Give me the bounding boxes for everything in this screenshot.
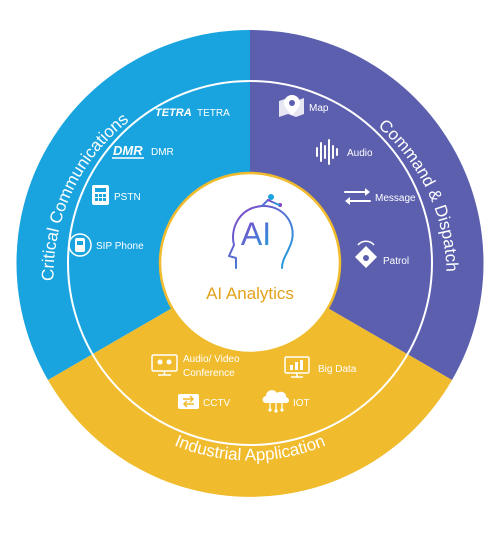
center-circle [158, 171, 342, 355]
item-label-message: Message [375, 193, 416, 204]
item-audio-video-conference: Audio/ Video Conference [151, 354, 240, 379]
item-pstn: PSTN [92, 185, 141, 205]
ai-logo-text: AI [241, 216, 271, 252]
inner-ring-line [67, 80, 433, 446]
item-patrol: Patrol [355, 240, 409, 268]
item-label-patrol: Patrol [383, 256, 409, 267]
item-map: Map [279, 95, 329, 117]
item-label-big-data: Big Data [318, 364, 357, 375]
item-label-pstn: PSTN [114, 192, 141, 203]
item-big-data: Big Data [284, 356, 357, 378]
item-label-tetra: TETRA [197, 108, 230, 119]
cctv-icon [178, 394, 199, 409]
item-message: Message [344, 188, 416, 205]
message-arrows-icon [344, 188, 371, 205]
item-audio: Audio [316, 139, 373, 165]
big-data-icon [284, 356, 310, 378]
item-label-dmr: DMR [151, 147, 174, 158]
video-conference-icon [151, 354, 178, 376]
item-label-conference-line2: Conference [183, 368, 235, 379]
audio-wave-icon [316, 139, 338, 165]
item-label-sip-phone: SIP Phone [96, 241, 144, 252]
patrol-tag-icon [355, 240, 377, 268]
segment-industrial-application [48, 263, 452, 497]
sip-phone-icon [68, 233, 92, 257]
item-sip-phone: SIP Phone [68, 233, 144, 257]
center-title: AI Analytics [206, 284, 294, 303]
iot-cloud-icon [262, 390, 289, 413]
item-tetra: TETRA TETRA [155, 107, 230, 119]
item-cctv: CCTV [178, 394, 231, 409]
item-iot: IOT [262, 390, 310, 413]
item-label-iot: IOT [293, 398, 310, 409]
map-pin-icon [279, 95, 304, 117]
desk-phone-icon [92, 185, 109, 205]
ai-head-icon [228, 194, 294, 269]
item-label-cctv: CCTV [203, 398, 231, 409]
item-dmr: DMR DMR [112, 143, 174, 159]
item-label-audio: Audio [347, 148, 373, 159]
tetra-logo-icon: TETRA [155, 107, 192, 119]
dmr-logo-icon: DMR [113, 143, 143, 158]
item-label-conference-line1: Audio/ Video [183, 354, 240, 365]
item-label-map: Map [309, 103, 329, 114]
